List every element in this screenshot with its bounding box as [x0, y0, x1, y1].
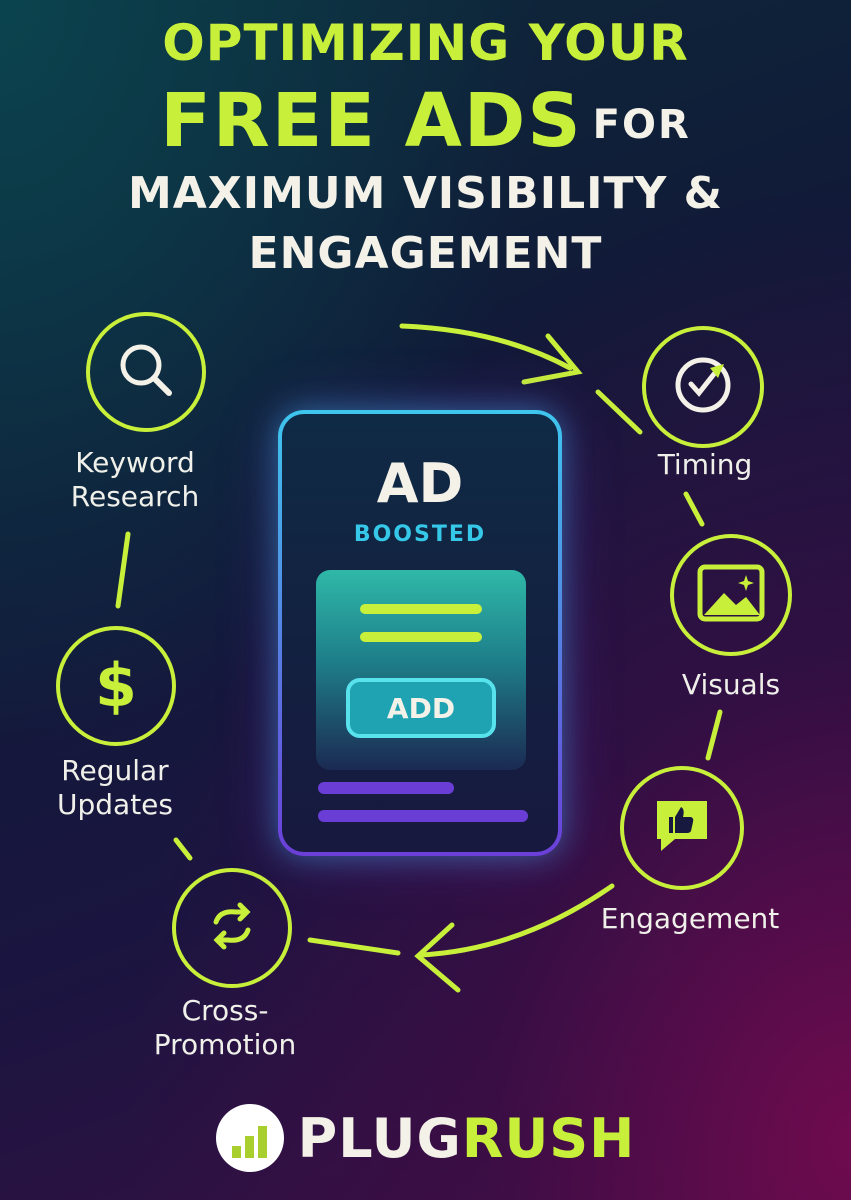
visuals-label: Visuals [656, 668, 806, 702]
timing-circle [642, 326, 764, 448]
ad-heading: AD [376, 452, 464, 515]
brand-part-1: PLUG [297, 1106, 462, 1170]
dollar-icon: $ [95, 651, 137, 721]
text-bar [360, 632, 482, 642]
boosted-badge: BOOSTED [353, 522, 487, 547]
add-button[interactable]: ADD [346, 678, 496, 738]
ad-phone-mockup: AD BOOSTED ADD [278, 410, 562, 856]
timing-label: Timing [630, 448, 780, 482]
cross-promotion-label: Cross- Promotion [130, 994, 320, 1061]
regular-updates-circle: $ [56, 626, 176, 746]
title-highlight: FREE ADS [160, 78, 583, 164]
text-bar [360, 604, 482, 614]
visuals-circle [670, 534, 792, 656]
engagement-label: Engagement [590, 902, 790, 936]
label-line: Engagement [600, 902, 780, 935]
magnifier-icon [111, 335, 181, 409]
image-icon [696, 563, 766, 627]
bar-chart-logo-icon [215, 1104, 284, 1172]
title-line-3: MAXIMUM VISIBILITY & [127, 168, 724, 219]
brand-part-2: RUSH [461, 1106, 636, 1170]
label-line: Timing [657, 448, 753, 481]
keyword-research-circle [86, 312, 206, 432]
content-bar [318, 810, 528, 822]
chat-thumbs-up-icon [647, 791, 717, 865]
label-line: Updates [57, 787, 173, 821]
label-line: Promotion [153, 1027, 297, 1061]
plugrush-logo: PLUG RUSH [0, 1098, 851, 1178]
label-line: Visuals [681, 668, 781, 701]
regular-updates-label: Regular Updates [30, 754, 200, 821]
label-line: Research [70, 479, 200, 513]
label-line: Regular [61, 754, 169, 787]
keyword-research-label: Keyword Research [50, 446, 220, 513]
title-line-1: OPTIMIZING YOUR [162, 14, 689, 72]
clock-check-icon [666, 348, 740, 426]
content-bar [318, 782, 454, 794]
ad-card: ADD [316, 570, 526, 770]
label-line: Keyword [75, 446, 195, 479]
label-line: Cross- [181, 994, 269, 1027]
cycle-arrows-icon [202, 896, 262, 960]
title-for: FOR [592, 102, 691, 149]
cross-promotion-circle [172, 868, 292, 988]
engagement-circle [620, 766, 744, 890]
title-line-4: ENGAGEMENT [248, 228, 603, 279]
